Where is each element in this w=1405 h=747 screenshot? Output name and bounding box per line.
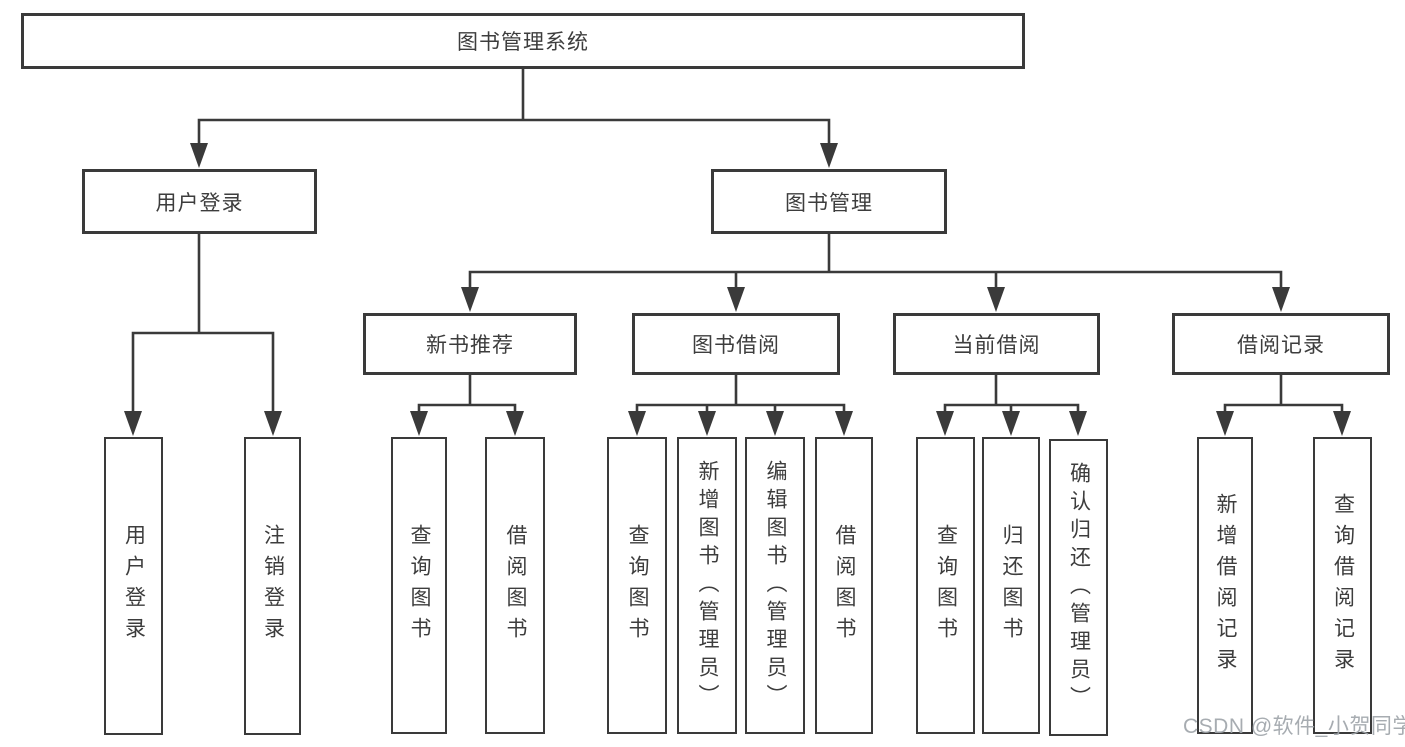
- node-confirm-return-admin: 确认归还（管理员）: [1049, 439, 1108, 736]
- node-query-books-2: 查询图书: [607, 437, 667, 734]
- connector-book-borrow-children: [635, 372, 846, 416]
- node-book-borrowing: 图书借阅: [632, 313, 840, 375]
- connector-user-login-children: [131, 231, 275, 416]
- connector-book-mgmt-to-level3: [468, 231, 1283, 292]
- node-add-borrow-record: 新增借阅记录: [1197, 437, 1253, 734]
- connector-new-book-children: [417, 372, 517, 416]
- node-query-borrow-record: 查询借阅记录: [1313, 437, 1372, 734]
- node-library-system: 图书管理系统: [21, 13, 1025, 69]
- node-logout: 注销登录: [244, 437, 301, 735]
- node-user-login-module: 用户登录: [82, 169, 317, 234]
- connector-current-borrow-children: [943, 372, 1080, 416]
- csdn-watermark: CSDN @软件_小贺同学: [1183, 715, 1405, 738]
- node-return-books: 归还图书: [982, 437, 1040, 734]
- node-book-management: 图书管理: [711, 169, 947, 234]
- node-borrow-books-1: 借阅图书: [485, 437, 545, 734]
- node-borrow-books-2: 借阅图书: [815, 437, 873, 734]
- node-edit-books-admin: 编辑图书（管理员）: [745, 437, 805, 734]
- arrowheads: [124, 143, 1351, 436]
- node-borrowing-records: 借阅记录: [1172, 313, 1390, 375]
- node-query-books-3: 查询图书: [916, 437, 975, 734]
- node-query-books-1: 查询图书: [391, 437, 447, 734]
- node-add-books-admin: 新增图书（管理员）: [677, 437, 737, 734]
- node-current-borrowing: 当前借阅: [893, 313, 1100, 375]
- connector-borrow-records-children: [1223, 372, 1344, 416]
- node-new-book-recommendation: 新书推荐: [363, 313, 577, 375]
- connector-root-to-level2: [197, 67, 831, 148]
- node-user-login: 用户登录: [104, 437, 163, 735]
